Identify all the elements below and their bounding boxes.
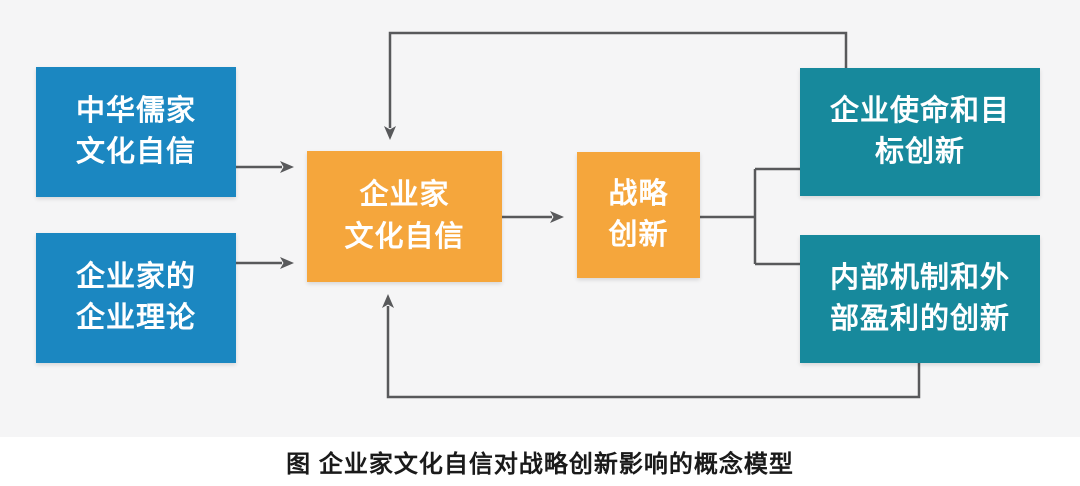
box-label-line: 战略: [608, 177, 669, 210]
feedback-arrow-top: [384, 31, 848, 140]
box-label-line: 部盈利的创新: [829, 303, 1010, 335]
box-label-line: 标创新: [874, 136, 965, 168]
feedback-arrow-bottom: [382, 294, 921, 399]
box-label-line: 文化自信: [75, 136, 196, 168]
box-chinese-confucian-culture-confidence: 中华儒家 文化自信: [36, 67, 236, 197]
box-label-line: 文化自信: [344, 220, 465, 253]
box-label-line: 企业理论: [75, 302, 196, 334]
box-label-line: 创新: [608, 219, 669, 251]
box-label-line: 企业家的: [75, 260, 196, 293]
box-entrepreneur-enterprise-theory: 企业家的 企业理论: [36, 233, 236, 363]
box-label-line: 中华儒家: [75, 94, 196, 127]
box-label-line: 企业家: [359, 179, 450, 212]
box-label-line: 内部机制和外: [829, 261, 1010, 294]
figure-caption: 图 企业家文化自信对战略创新影响的概念模型: [286, 451, 794, 478]
box-strategic-innovation: 战略 创新: [577, 152, 700, 278]
diagram-panel: 中华儒家 文化自信 企业家的 企业理论 企业家 文化自信 战略 创新 企业使命和…: [36, 31, 1040, 399]
box-mission-goal-innovation: 企业使命和目 标创新: [800, 68, 1040, 196]
box-label-line: 企业使命和目: [829, 94, 1010, 127]
connector-strategy-fork: [700, 167, 800, 266]
box-entrepreneur-culture-confidence: 企业家 文化自信: [307, 151, 502, 282]
box-internal-mechanism-profit-innovation: 内部机制和外 部盈利的创新: [800, 235, 1040, 363]
connector-lines: [236, 31, 921, 399]
